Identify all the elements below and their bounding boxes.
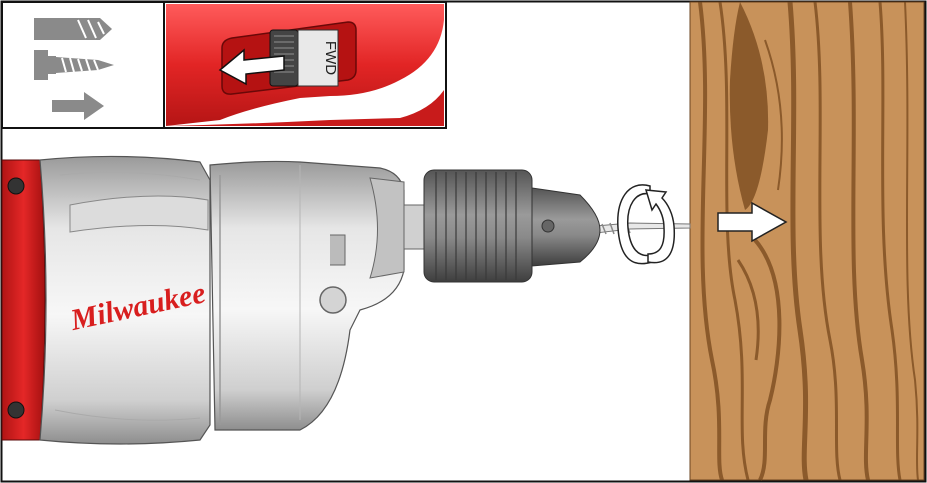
screw-bit-icon: [34, 50, 114, 80]
drill-bit-icon: [34, 18, 112, 40]
clockwise-rotation-icon: [617, 184, 676, 265]
wood-block: [689, 1, 925, 481]
switch-direction-arrow-icon: [218, 48, 285, 86]
drill-chuck: [423, 169, 601, 283]
drill-body: [1, 155, 425, 445]
mode-symbol-panel: [1, 1, 165, 129]
forward-arrow-icon: [52, 92, 104, 120]
feed-direction-arrow-icon: [717, 201, 788, 243]
switch-label: FWD: [322, 41, 339, 75]
direction-switch-detail: FWD: [163, 1, 447, 129]
